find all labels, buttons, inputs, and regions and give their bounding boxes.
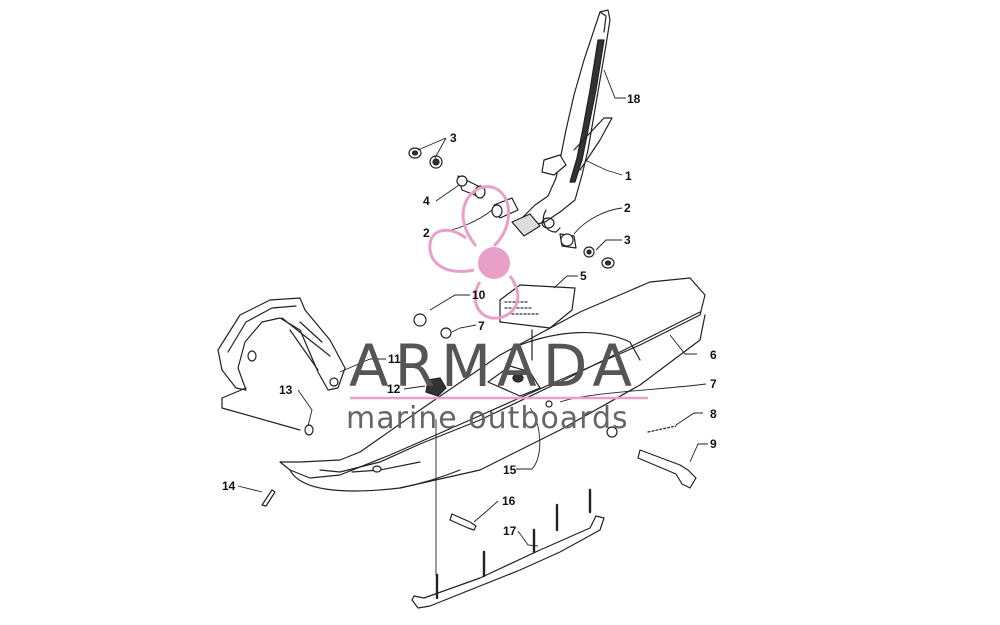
callout-1: 1 [625, 169, 632, 183]
spindle-arm [511, 9, 613, 237]
callout-3-right: 3 [624, 233, 631, 247]
callout-15: 15 [503, 463, 517, 477]
washer-7-upper [440, 327, 452, 339]
ski-handle [217, 297, 346, 391]
callout-2-right: 2 [624, 201, 631, 215]
callout-labels: 18 1 2 3 3 4 2 5 10 7 6 7 8 9 11 12 13 1… [222, 92, 717, 538]
callout-2-left: 2 [423, 226, 430, 240]
callout-16: 16 [502, 494, 516, 508]
callout-4: 4 [423, 194, 430, 208]
nut-13-bottom [304, 424, 314, 436]
callout-5: 5 [580, 269, 587, 283]
nut-12 [425, 377, 447, 397]
watermark-title: ARMADA [349, 332, 638, 400]
callout-3-left: 3 [450, 131, 457, 145]
propeller-logo [428, 185, 520, 320]
ski-body [279, 277, 706, 492]
nut-10 [413, 313, 427, 327]
callout-14: 14 [222, 479, 236, 493]
callout-12: 12 [387, 382, 401, 396]
leader-lines [237, 69, 708, 547]
callout-10: 10 [472, 288, 486, 302]
bolt-9 [637, 449, 697, 489]
callout-17: 17 [503, 524, 517, 538]
callout-11: 11 [388, 352, 401, 366]
bolt-16 [449, 513, 477, 531]
wear-bar [411, 488, 605, 609]
screw-14 [261, 489, 276, 507]
part-8 [647, 425, 677, 433]
callout-18: 18 [627, 92, 641, 106]
callout-8: 8 [710, 407, 717, 421]
washer-7-lower [606, 426, 618, 438]
callout-9: 9 [710, 437, 717, 451]
callout-7-upper: 7 [478, 319, 485, 333]
nut-13-top [247, 350, 257, 362]
bushing-washer-set-right [559, 233, 615, 269]
watermark-subtitle: marine outboards [346, 401, 629, 436]
callout-13: 13 [279, 383, 293, 397]
watermark: ARMADA marine outboards [346, 185, 648, 436]
callout-6: 6 [710, 348, 717, 362]
callout-7-lower: 7 [710, 377, 717, 391]
